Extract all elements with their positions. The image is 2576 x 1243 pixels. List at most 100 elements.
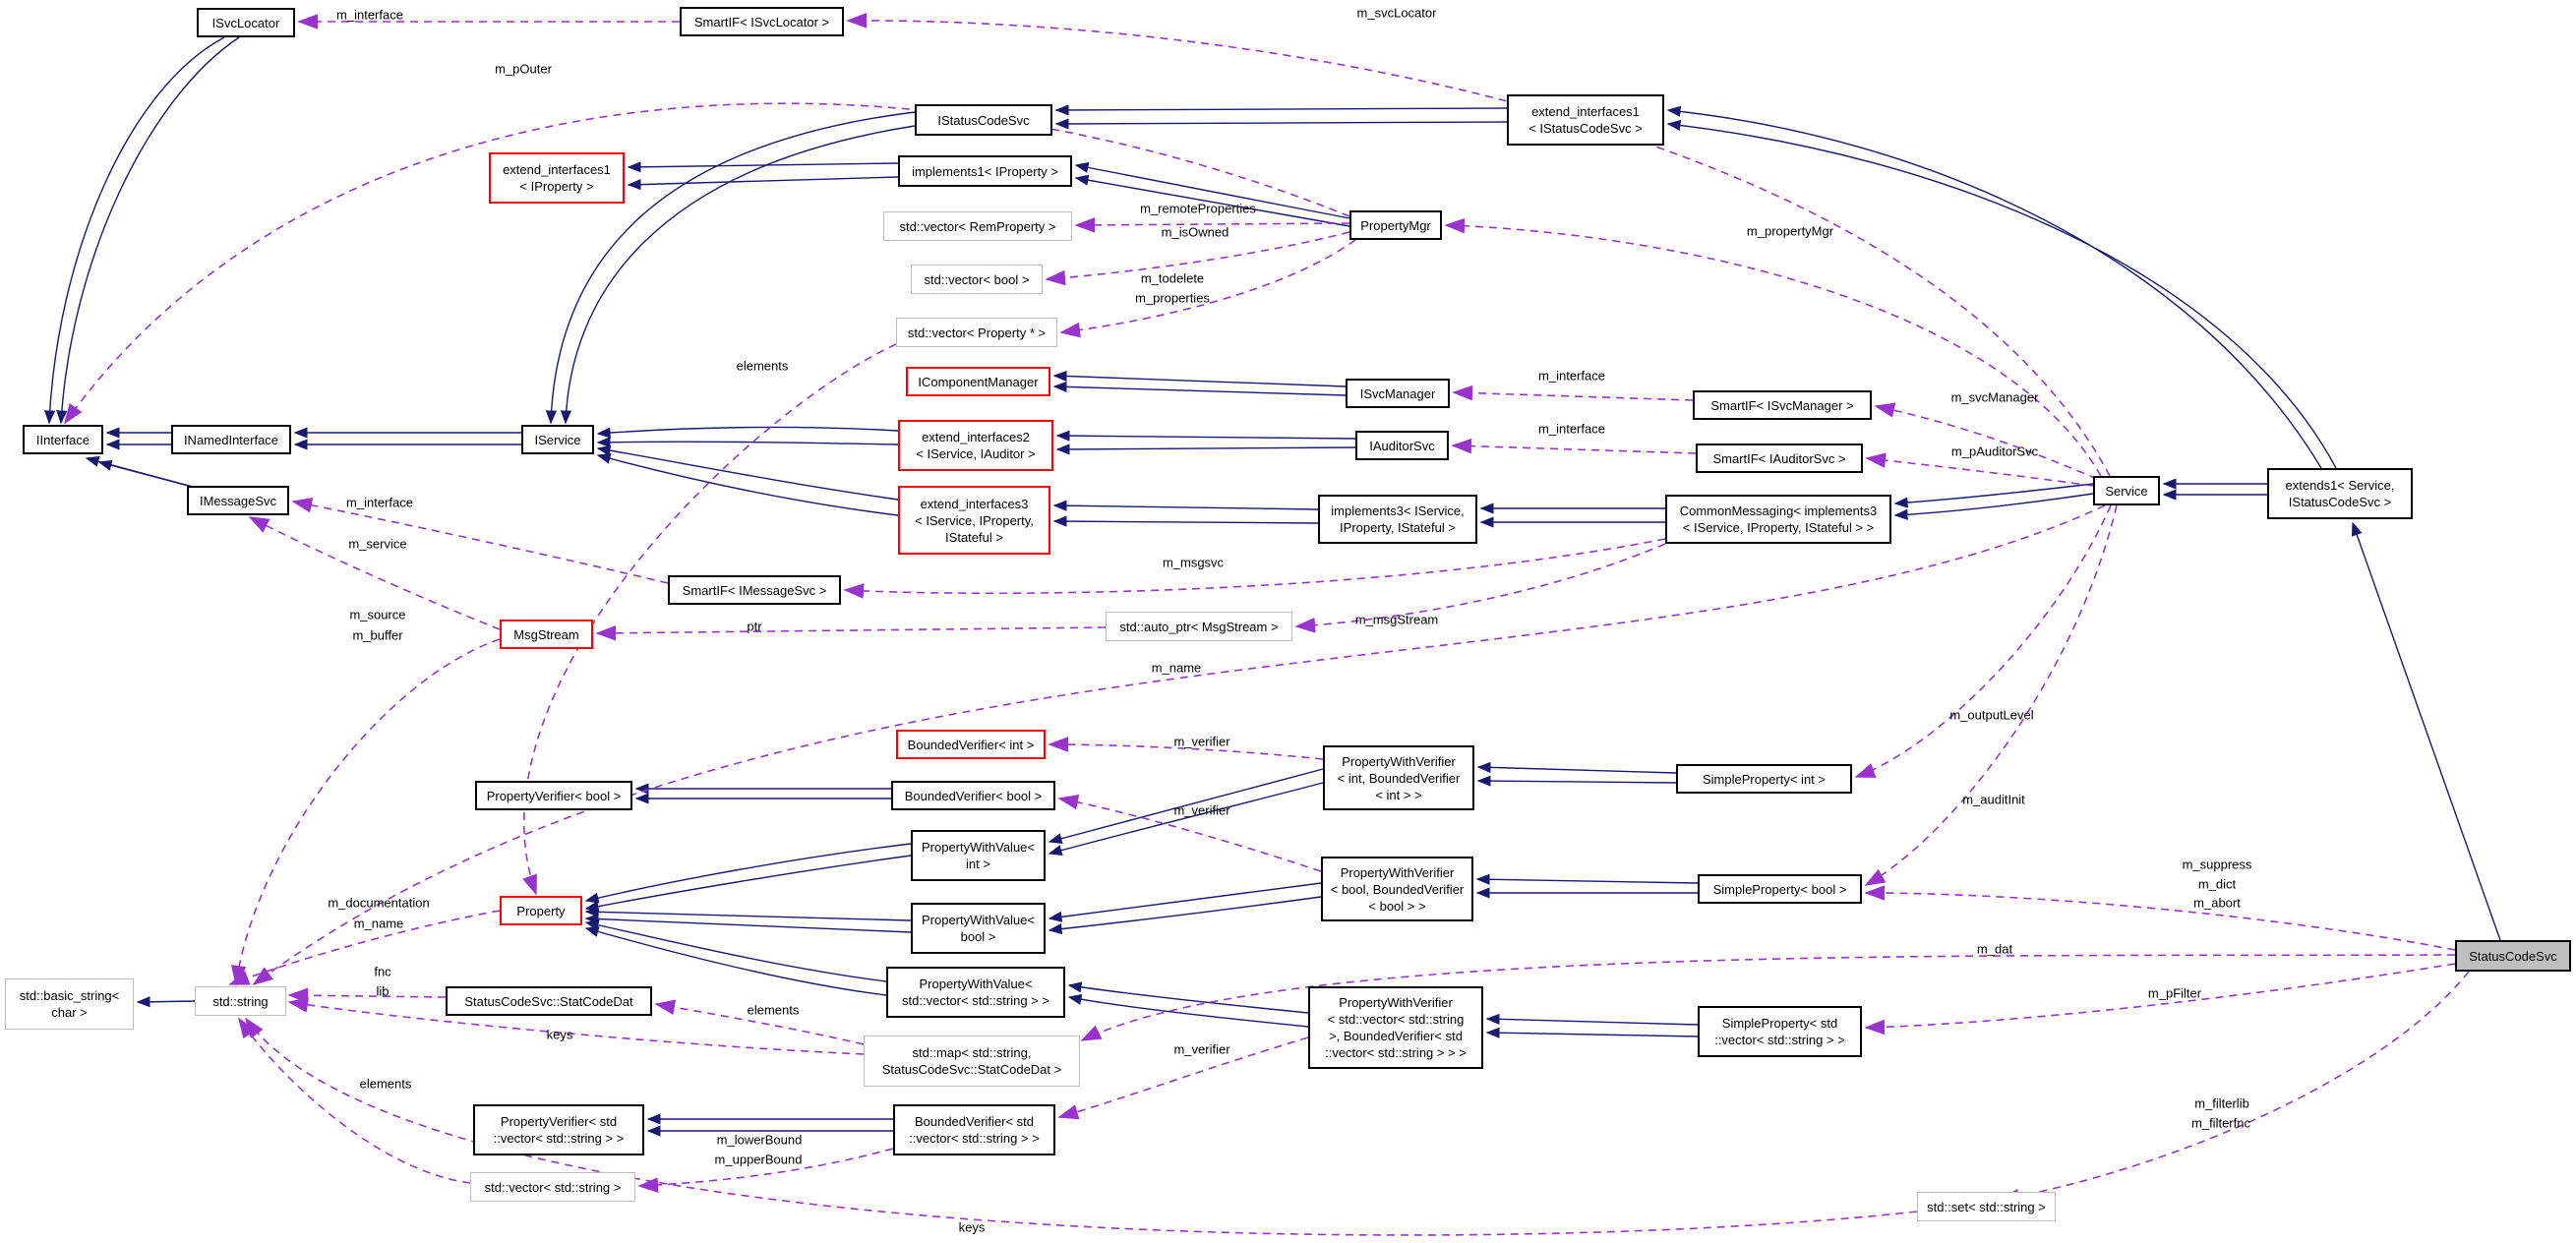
node-icomponentmanager[interactable]: IComponentManager [906, 367, 1050, 396]
edge-label-elements: elements [359, 1076, 412, 1092]
node-extends1-service-istatuscodesvc[interactable]: extends1< Service,IStatusCodeSvc > [2267, 468, 2413, 519]
node-propertywithverifier-bool[interactable]: PropertyWithVerifier< bool, BoundedVerif… [1321, 857, 1473, 921]
node-propertyverifier-bool[interactable]: PropertyVerifier< bool > [475, 781, 632, 810]
inheritance-edge-52 [1475, 873, 1699, 885]
node-msgstream[interactable]: MsgStream [500, 620, 593, 649]
edge-label-m-interface: m_interface [336, 7, 403, 23]
node-propertywithverifier-int[interactable]: PropertyWithVerifier< int, BoundedVerifi… [1323, 745, 1474, 810]
node-extend-interfaces3-label: extend_interfaces3 [920, 496, 1029, 511]
node-extend-interfaces1-iproperty[interactable]: extend_interfaces1< IProperty > [489, 152, 625, 204]
usage-edge-62 [1045, 231, 1350, 286]
usage-edge-73 [595, 624, 1107, 641]
node-imessagesvc-label: IMessageSvc [199, 493, 277, 508]
node-std-set-string: std::set< std::string > [1917, 1192, 2056, 1221]
edge-label-m-service: m_service [348, 536, 407, 552]
node-implements3[interactable]: implements3< IService,IProperty, IStatef… [1318, 495, 1477, 544]
edge-label-m-source: m_source [349, 607, 406, 622]
node-propertyverifier-vector[interactable]: PropertyVerifier< std::vector< std::stri… [473, 1104, 644, 1155]
usage-edge-63 [1059, 239, 1356, 338]
edge-label-m-abort: m_abort [2193, 895, 2241, 911]
node-simpleproperty-vector[interactable]: SimpleProperty< std::vector< std::string… [1698, 1006, 1862, 1057]
edge-label-m-auditinit: m_auditInit [1962, 792, 2025, 807]
node-isvcmanager-label: ISvcManager [1359, 385, 1436, 401]
node-smartif-isvclocator[interactable]: SmartIF< ISvcLocator > [680, 7, 844, 36]
node-propertywithvalue-vector-label: std::vector< std::string > > [902, 993, 1049, 1008]
usage-edge-83 [287, 997, 865, 1055]
node-iinterface[interactable]: IInterface [23, 425, 103, 454]
node-std-vector-remproperty-label: std::vector< RemProperty > [899, 218, 1056, 234]
node-extend-interfaces1-istatuscodesvc[interactable]: extend_interfaces1< IStatusCodeSvc > [1507, 94, 1664, 146]
inheritance-edge-45 [1048, 782, 1324, 857]
node-simpleproperty-int[interactable]: SimpleProperty< int > [1676, 764, 1852, 794]
node-boundedverifier-vector[interactable]: BoundedVerifier< std::vector< std::strin… [893, 1104, 1055, 1155]
node-isvclocator[interactable]: ISvcLocator [197, 8, 295, 37]
node-istatuscodesvc[interactable]: IStatusCodeSvc [915, 104, 1052, 136]
node-propertywithverifier-vector[interactable]: PropertyWithVerifier< std::vector< std::… [1308, 986, 1483, 1069]
edge-label-elements: elements [747, 1002, 800, 1018]
node-simpleproperty-bool[interactable]: SimpleProperty< bool > [1698, 874, 1862, 904]
inheritance-edge-44 [1048, 768, 1324, 845]
node-imessagesvc[interactable]: IMessageSvc [187, 486, 289, 515]
node-iauditorsvc-label: IAuditorSvc [1369, 438, 1435, 453]
edge-label-m-pouter: m_pOuter [495, 61, 552, 77]
node-iauditorsvc[interactable]: IAuditorSvc [1355, 431, 1449, 460]
usage-edge-89 [1048, 737, 1324, 760]
usage-edge-61 [1074, 217, 1350, 233]
node-inamedinterface[interactable]: INamedInterface [171, 425, 291, 454]
node-statuscodesvc-statcodedat[interactable]: StatusCodeSvc::StatCodeDat [446, 986, 652, 1016]
edge-label-m-interface: m_interface [1538, 421, 1605, 437]
node-std-map-statcodedat-label: StatusCodeSvc::StatCodeDat > [881, 1062, 1062, 1077]
node-extend-interfaces3[interactable]: extend_interfaces3< IService, IProperty,… [898, 486, 1050, 555]
node-service[interactable]: Service [2093, 476, 2160, 505]
node-boundedverifier-bool[interactable]: BoundedVerifier< bool > [891, 781, 1055, 810]
usage-edge-65 [1452, 385, 1694, 401]
node-extend-interfaces1-iproperty-label: < IProperty > [519, 179, 594, 194]
edge-label-fnc: fnc [374, 964, 391, 979]
node-inamedinterface-label: INamedInterface [183, 432, 279, 447]
inheritance-edge-54 [1485, 1013, 1699, 1026]
usage-edge-85 [287, 987, 447, 1004]
edge-label-m-name: m_name [353, 916, 404, 931]
inheritance-edge-40 [584, 906, 912, 921]
node-smartif-iauditorsvc[interactable]: SmartIF< IAuditorSvc > [1696, 444, 1863, 473]
node-std-basic-string-char-label: char > [51, 1005, 88, 1020]
node-property[interactable]: Property [500, 896, 582, 925]
node-boundedverifier-int[interactable]: BoundedVerifier< int > [896, 730, 1046, 759]
node-propertywithvalue-int[interactable]: PropertyWithValue<int > [911, 830, 1046, 881]
edge-label-keys: keys [546, 1027, 573, 1042]
node-implements1-iproperty[interactable]: implements1< IProperty > [898, 155, 1072, 187]
edge-label-m-lowerbound: m_lowerBound [716, 1132, 803, 1148]
node-propertywithvalue-vector[interactable]: PropertyWithValue<std::vector< std::stri… [886, 967, 1065, 1018]
node-isvcmanager[interactable]: ISvcManager [1346, 379, 1450, 408]
edge-label-m-name: m_name [1151, 660, 1202, 676]
node-extend-interfaces2[interactable]: extend_interfaces2< IService, IAuditor > [898, 420, 1053, 471]
node-propertywithverifier-vector-label: < std::vector< std::string [1327, 1012, 1465, 1027]
node-std-vector-bool: std::vector< bool > [911, 265, 1043, 294]
node-iservice-label: IService [534, 432, 581, 447]
inheritance-edge-33 [1666, 119, 2337, 469]
node-property-label: Property [516, 903, 566, 918]
node-propertywithverifier-vector-label: PropertyWithVerifier [1339, 995, 1453, 1010]
node-smartif-imessagesvc[interactable]: SmartIF< IMessageSvc > [668, 575, 841, 605]
node-propertywithverifier-bool-label: PropertyWithVerifier [1340, 864, 1455, 880]
node-service-label: Service [2105, 483, 2148, 499]
usage-edge-81 [1999, 971, 2470, 1205]
node-propertymgr[interactable]: PropertyMgr [1349, 210, 1442, 240]
inheritance-edge-48 [1067, 981, 1309, 1014]
inheritance-edge-9 [596, 437, 899, 448]
node-extend-interfaces1-istatuscodesvc-label: extend_interfaces1 [1531, 104, 1640, 119]
node-commonmessaging[interactable]: CommonMessaging< implements3< IService, … [1665, 495, 1891, 544]
edge-label-m-documentation: m_documentation [328, 895, 430, 911]
node-propertyverifier-vector-label: ::vector< std::string > > [493, 1131, 625, 1146]
edge-label-m-interface: m_interface [346, 495, 413, 510]
node-smartif-isvcmanager-label: SmartIF< ISvcManager > [1710, 397, 1854, 413]
node-std-vector-remproperty: std::vector< RemProperty > [883, 211, 1072, 241]
node-std-vector-string: std::vector< std::string > [470, 1172, 635, 1202]
node-propertywithverifier-int-label: < int > > [1375, 787, 1422, 802]
node-propertywithvalue-bool[interactable]: PropertyWithValue<bool > [911, 903, 1046, 954]
node-smartif-isvcmanager[interactable]: SmartIF< ISvcManager > [1693, 390, 1872, 420]
usage-edge-71 [230, 638, 501, 986]
node-iservice[interactable]: IService [521, 425, 594, 454]
edge-label-m-verifier: m_verifier [1173, 734, 1230, 749]
edge-label-elements: elements [736, 358, 789, 374]
